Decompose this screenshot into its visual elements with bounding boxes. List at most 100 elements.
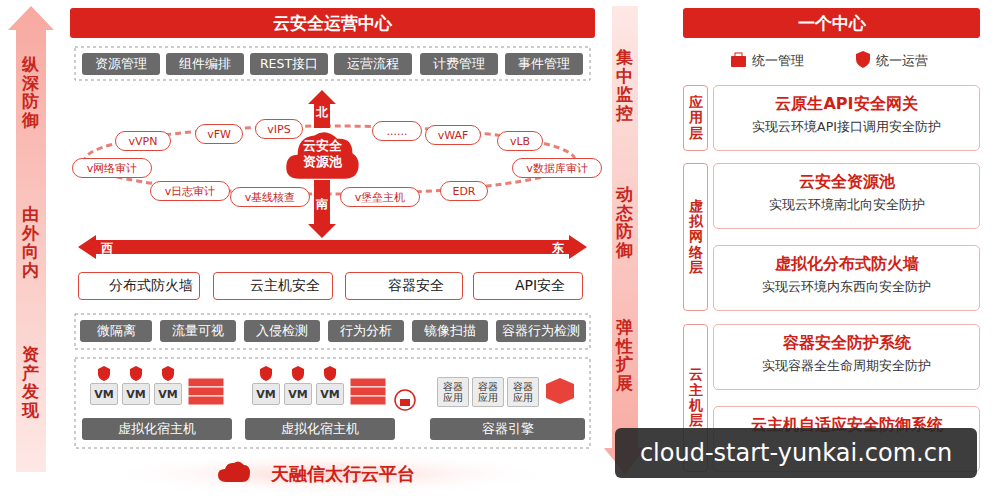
node-text: 事件管理 [518, 56, 570, 73]
depth-arrow [8, 6, 54, 472]
direction-label: 北 [315, 104, 329, 121]
node-text: 行为分析 [340, 323, 392, 340]
node-text: 计费管理 [433, 56, 485, 73]
node-text: VM [126, 388, 145, 401]
lock-icon [400, 399, 410, 406]
feature-button: 微隔离 [80, 320, 152, 342]
north-arrow [308, 90, 336, 128]
node-text: 实现云环境API接口调用安全防护 [752, 119, 941, 136]
security-icons [86, 276, 497, 294]
side-label: 弹性扩展 [616, 318, 633, 393]
side-label: 集中监控 [616, 48, 633, 123]
node-text: 一个中心 [798, 12, 866, 35]
monitor-arrow [604, 6, 646, 474]
security-module: 容器安全 [345, 272, 463, 300]
node-text: VM [288, 388, 307, 401]
node-text: v日志审计 [165, 184, 216, 199]
node-text: 容器应用 [442, 381, 464, 403]
direction-label: 南 [315, 196, 329, 213]
security-service: vIPS [255, 119, 303, 139]
security-service: v日志审计 [150, 181, 230, 201]
layer-label: 应用层 [683, 85, 708, 151]
node-text: 虚拟化宿主机 [118, 420, 196, 438]
product-card: 云安全资源池实现云环境南北向安全防护 [713, 163, 980, 229]
side-label: 纵深防御 [22, 55, 39, 130]
security-service: vFW [195, 124, 243, 144]
node-text: 容器行为检测 [502, 323, 580, 340]
header-bar: 云安全运营中心 [70, 8, 595, 38]
node-text: 组件编排 [179, 56, 231, 73]
cube-icon [546, 378, 574, 404]
engine-bar: 容器引擎 [430, 418, 585, 440]
security-service: v网络审计 [72, 158, 152, 178]
south-arrow [308, 180, 336, 238]
security-service: vVPN [115, 131, 171, 151]
vm-box: VM [316, 383, 344, 405]
node-text: vIPS [267, 123, 290, 136]
function-button: 资源管理 [82, 53, 160, 75]
node-text: 天融信太行云平台 [271, 462, 415, 486]
container-app: 容器应用 [437, 377, 469, 407]
node-text: v基线核查 [245, 190, 296, 205]
node-text: 容器安全 [388, 277, 444, 295]
node-text: vLB [510, 135, 530, 148]
vm-box: VM [122, 383, 150, 405]
header-bar: 一个中心 [683, 8, 980, 38]
dashed-frame [75, 47, 590, 80]
node-text: v数据库审计 [526, 161, 588, 176]
node-text: REST接口 [260, 56, 318, 73]
node-text: 云安全资源池 [300, 138, 344, 169]
center-label: 统一管理 [752, 52, 804, 70]
node-text: 流量可视 [172, 323, 224, 340]
container-app: 容器应用 [472, 377, 504, 407]
watermark: cloud-start-yunkai.com.cn [615, 428, 977, 478]
node-text: 微隔离 [97, 323, 136, 340]
node-text: VM [94, 388, 113, 401]
function-button: 计费管理 [420, 53, 498, 75]
security-module: 云主机安全 [213, 272, 333, 300]
security-service: v基线核查 [230, 187, 310, 207]
node-text: 实现云环境南北向安全防护 [769, 197, 925, 214]
side-label: 由外向内 [22, 205, 39, 280]
feature-button: 流量可视 [160, 320, 236, 342]
function-button: 运营流程 [334, 53, 412, 75]
platform-name: 天融信太行云平台 [210, 458, 450, 490]
node-text: API安全 [515, 277, 565, 295]
container-app: 容器应用 [507, 377, 539, 407]
lock-icon [395, 390, 415, 410]
node-text: 虚拟化宿主机 [281, 420, 359, 438]
feature-button: 镜像扫描 [412, 320, 488, 342]
security-service: v堡垒主机 [340, 187, 420, 207]
node-text: 云主机层 [689, 367, 703, 429]
node-text: 容器引擎 [482, 420, 534, 438]
node-text: 云原生API安全网关 [775, 94, 917, 115]
function-button: 事件管理 [505, 53, 583, 75]
security-service: ...... [372, 121, 422, 141]
node-text: 容器应用 [477, 381, 499, 403]
node-text: 资源管理 [95, 56, 147, 73]
security-service: vLB [497, 131, 543, 151]
node-text: 虚拟化分布式防火墙 [775, 254, 919, 275]
node-text: 云安全资源池 [799, 172, 895, 193]
node-text: 云主机安全 [250, 277, 320, 295]
node-text: 实现容器全生命周期安全防护 [762, 358, 931, 375]
node-text: 分布式防火墙 [109, 277, 193, 295]
vm-box: VM [252, 383, 280, 405]
vm-box: VM [90, 383, 118, 405]
security-module: 分布式防火墙 [78, 272, 200, 300]
direction-label: 西 [100, 240, 114, 257]
node-text: VM [256, 388, 275, 401]
side-label: 资产发现 [22, 345, 39, 420]
node-text: 运营流程 [347, 56, 399, 73]
host-bar: 虚拟化宿主机 [82, 418, 232, 440]
product-card: 虚拟化分布式防火墙实现云环境内东西向安全防护 [713, 245, 980, 311]
product-card: 云原生API安全网关实现云环境API接口调用安全防护 [713, 85, 980, 151]
host-bar: 虚拟化宿主机 [245, 418, 395, 440]
feature-button: 行为分析 [328, 320, 404, 342]
direction-label: 东 [551, 240, 565, 257]
node-text: vVPN [129, 135, 158, 148]
node-text: 实现云环境内东西向安全防护 [762, 279, 931, 296]
platform-glow [100, 452, 560, 496]
node-text: 容器安全防护系统 [783, 333, 911, 354]
center-label: 统一运营 [876, 52, 928, 70]
